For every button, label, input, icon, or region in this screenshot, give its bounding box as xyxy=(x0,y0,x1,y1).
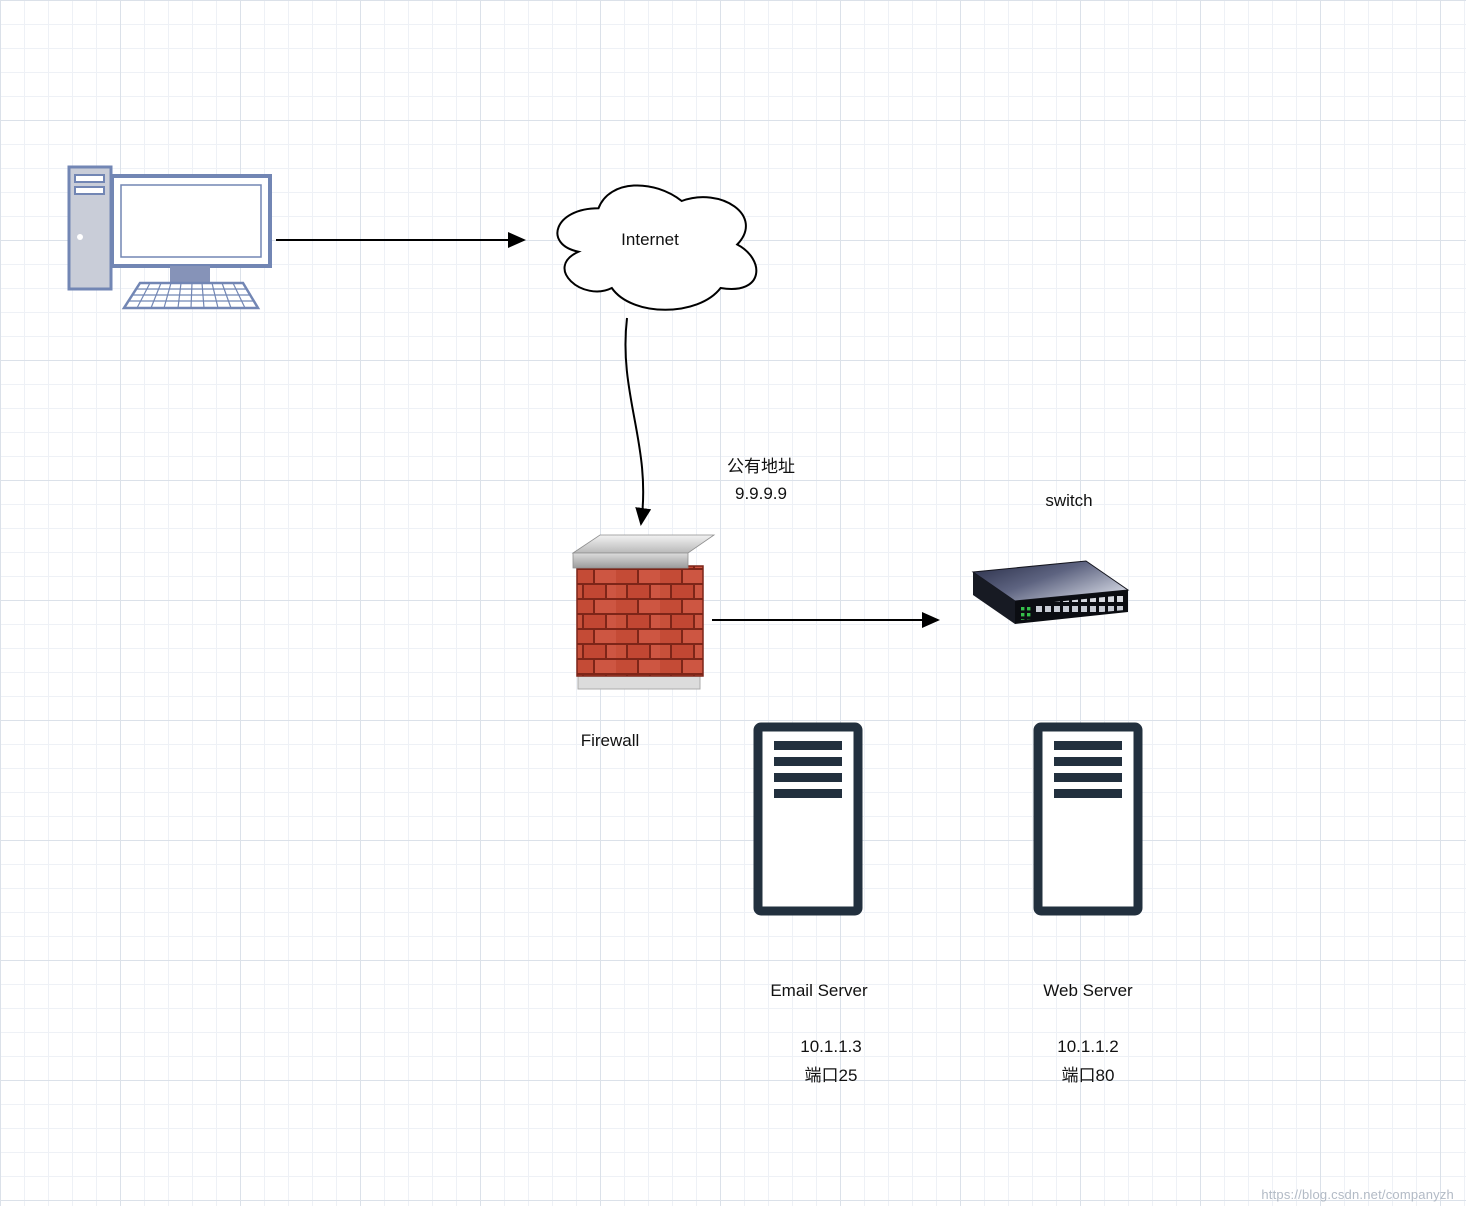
switch-icon xyxy=(971,560,1130,624)
computer-icon xyxy=(67,165,272,310)
email-server-port: 端口25 xyxy=(804,1066,858,1085)
email-server-label: Email Server xyxy=(770,981,868,1000)
switch-label: switch xyxy=(1045,491,1093,510)
firewall-icon xyxy=(571,534,716,690)
public-address-label-line1: 公有地址 xyxy=(727,457,795,476)
email-server-icon xyxy=(753,722,863,916)
web-server-port: 端口80 xyxy=(1061,1066,1115,1085)
email-server-ip: 10.1.1.3 xyxy=(800,1037,862,1056)
internet-label: Internet xyxy=(621,230,679,249)
web-server-ip: 10.1.1.2 xyxy=(1057,1037,1119,1056)
arrow-internet-to-firewall xyxy=(624,317,652,526)
watermark-text: https://blog.csdn.net/companyzh xyxy=(1261,1187,1454,1202)
internet-cloud-icon xyxy=(556,184,758,311)
public-address-label-line2: 9.9.9.9 xyxy=(735,484,787,503)
firewall-label: Firewall xyxy=(580,731,640,750)
web-server-icon xyxy=(1033,722,1143,916)
web-server-label: Web Server xyxy=(1043,981,1133,1000)
